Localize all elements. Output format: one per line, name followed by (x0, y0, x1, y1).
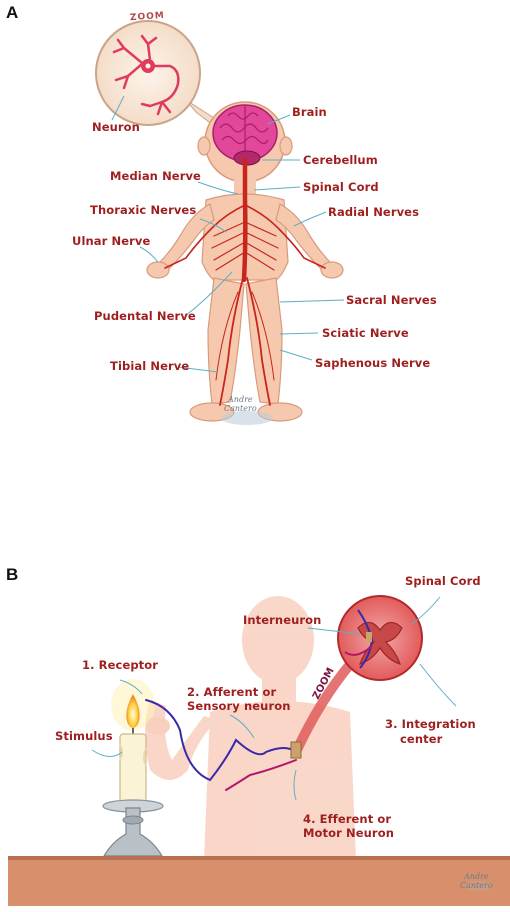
label-spinal-cord-b: Spinal Cord (405, 574, 481, 588)
leader-lines-b (91, 596, 457, 801)
label-brain: Brain (292, 105, 327, 119)
label-cerebellum: Cerebellum (303, 153, 378, 167)
signature-smudge-b (464, 881, 492, 891)
label-neuron: Neuron (92, 120, 140, 134)
label-sciatic-nerve: Sciatic Nerve (322, 326, 409, 340)
label-stimulus: Stimulus (55, 729, 113, 743)
label-integration-line1: 3. Integration (385, 717, 476, 731)
label-integration-line2: center (400, 732, 443, 746)
label-afferent-line2: Sensory neuron (187, 699, 291, 713)
table-surface (8, 856, 510, 906)
label-pudental-nerve: Pudental Nerve (94, 309, 196, 323)
neuron-zoom-circle (95, 20, 201, 126)
artist-signature-a: Andre Cantero (224, 395, 257, 413)
label-thoraxic-nerves: Thoraxic Nerves (90, 203, 197, 217)
label-ulnar-nerve: Ulnar Nerve (72, 234, 151, 248)
candle-illustration (102, 679, 164, 857)
label-radial-nerves: Radial Nerves (328, 205, 420, 219)
label-receptor: 1. Receptor (82, 658, 159, 672)
label-tibial-nerve: Tibial Nerve (110, 359, 190, 373)
label-sacral-nerves: Sacral Nerves (346, 293, 437, 307)
label-afferent-line1: 2. Afferent or (187, 685, 277, 699)
panel-b-letter: B (6, 565, 19, 584)
panel-a-letter: A (6, 3, 19, 22)
nervous-system (164, 157, 326, 406)
leader-lines-a (111, 95, 345, 373)
label-spinal-cord-a: Spinal Cord (303, 180, 379, 194)
brain-illustration (212, 104, 278, 166)
label-efferent-line1: 4. Efferent or (303, 812, 392, 826)
shadow-a (221, 411, 273, 425)
label-saphenous-nerve: Saphenous Nerve (315, 356, 431, 370)
table-edge (8, 856, 510, 860)
label-efferent-line2: Motor Neuron (303, 826, 394, 840)
hand (146, 717, 170, 735)
artist-signature-b: Andre Cantero (460, 872, 493, 890)
label-median-nerve: Median Nerve (110, 169, 201, 183)
label-interneuron: Interneuron (243, 613, 322, 627)
spinal-cord-cross-section (337, 595, 423, 681)
